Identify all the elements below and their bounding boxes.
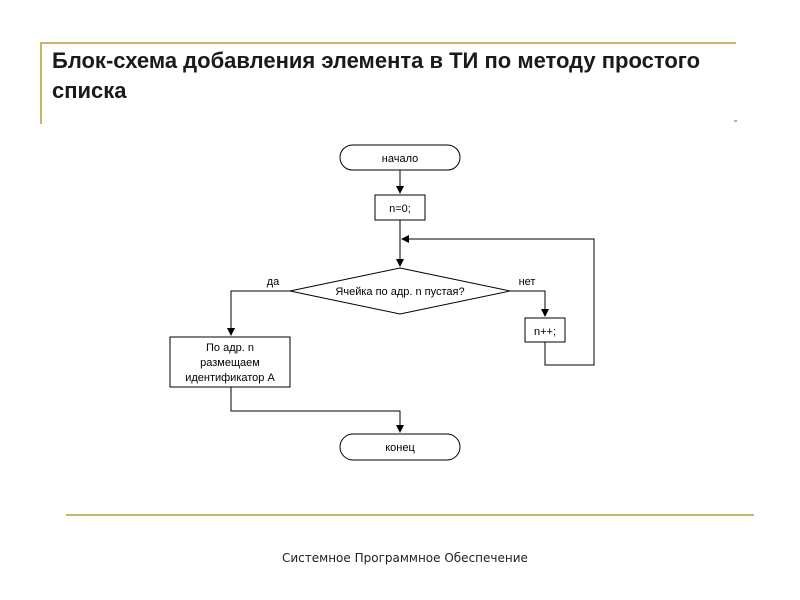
increment-process: n++; bbox=[524, 317, 566, 343]
place-process: По адр. n размещаем идентификатор А bbox=[169, 336, 291, 388]
place-line-2: размещаем bbox=[200, 357, 260, 369]
title-rule-tick bbox=[734, 120, 737, 122]
place-line-1: По адр. n bbox=[206, 342, 254, 354]
arrow-loop-back bbox=[401, 235, 595, 366]
title-rule-top bbox=[40, 42, 736, 44]
arrow-no-branch bbox=[510, 290, 549, 317]
arrow-place-to-end bbox=[230, 387, 404, 433]
slide-footer: Системное Программное Обеспечение bbox=[282, 551, 528, 565]
start-terminal: начало bbox=[339, 144, 461, 171]
decision-diamond: Ячейка по адр. n пустая? bbox=[289, 267, 511, 315]
arrow-yes-branch bbox=[227, 290, 290, 336]
yes-label: да bbox=[267, 276, 280, 288]
start-label: начало bbox=[382, 153, 418, 165]
footer-rule bbox=[66, 514, 754, 516]
no-label: нет bbox=[519, 276, 536, 288]
end-terminal: конец bbox=[339, 433, 461, 461]
init-label: n=0; bbox=[389, 203, 411, 215]
end-label: конец bbox=[385, 442, 415, 454]
init-process: n=0; bbox=[374, 194, 426, 221]
decision-label: Ячейка по адр. n пустая? bbox=[335, 286, 464, 298]
increment-label: n++; bbox=[534, 326, 556, 338]
slide-title: Блок-схема добавления элемента в ТИ по м… bbox=[52, 48, 701, 103]
place-line-3: идентификатор А bbox=[185, 372, 275, 384]
title-rule-left bbox=[40, 42, 42, 124]
